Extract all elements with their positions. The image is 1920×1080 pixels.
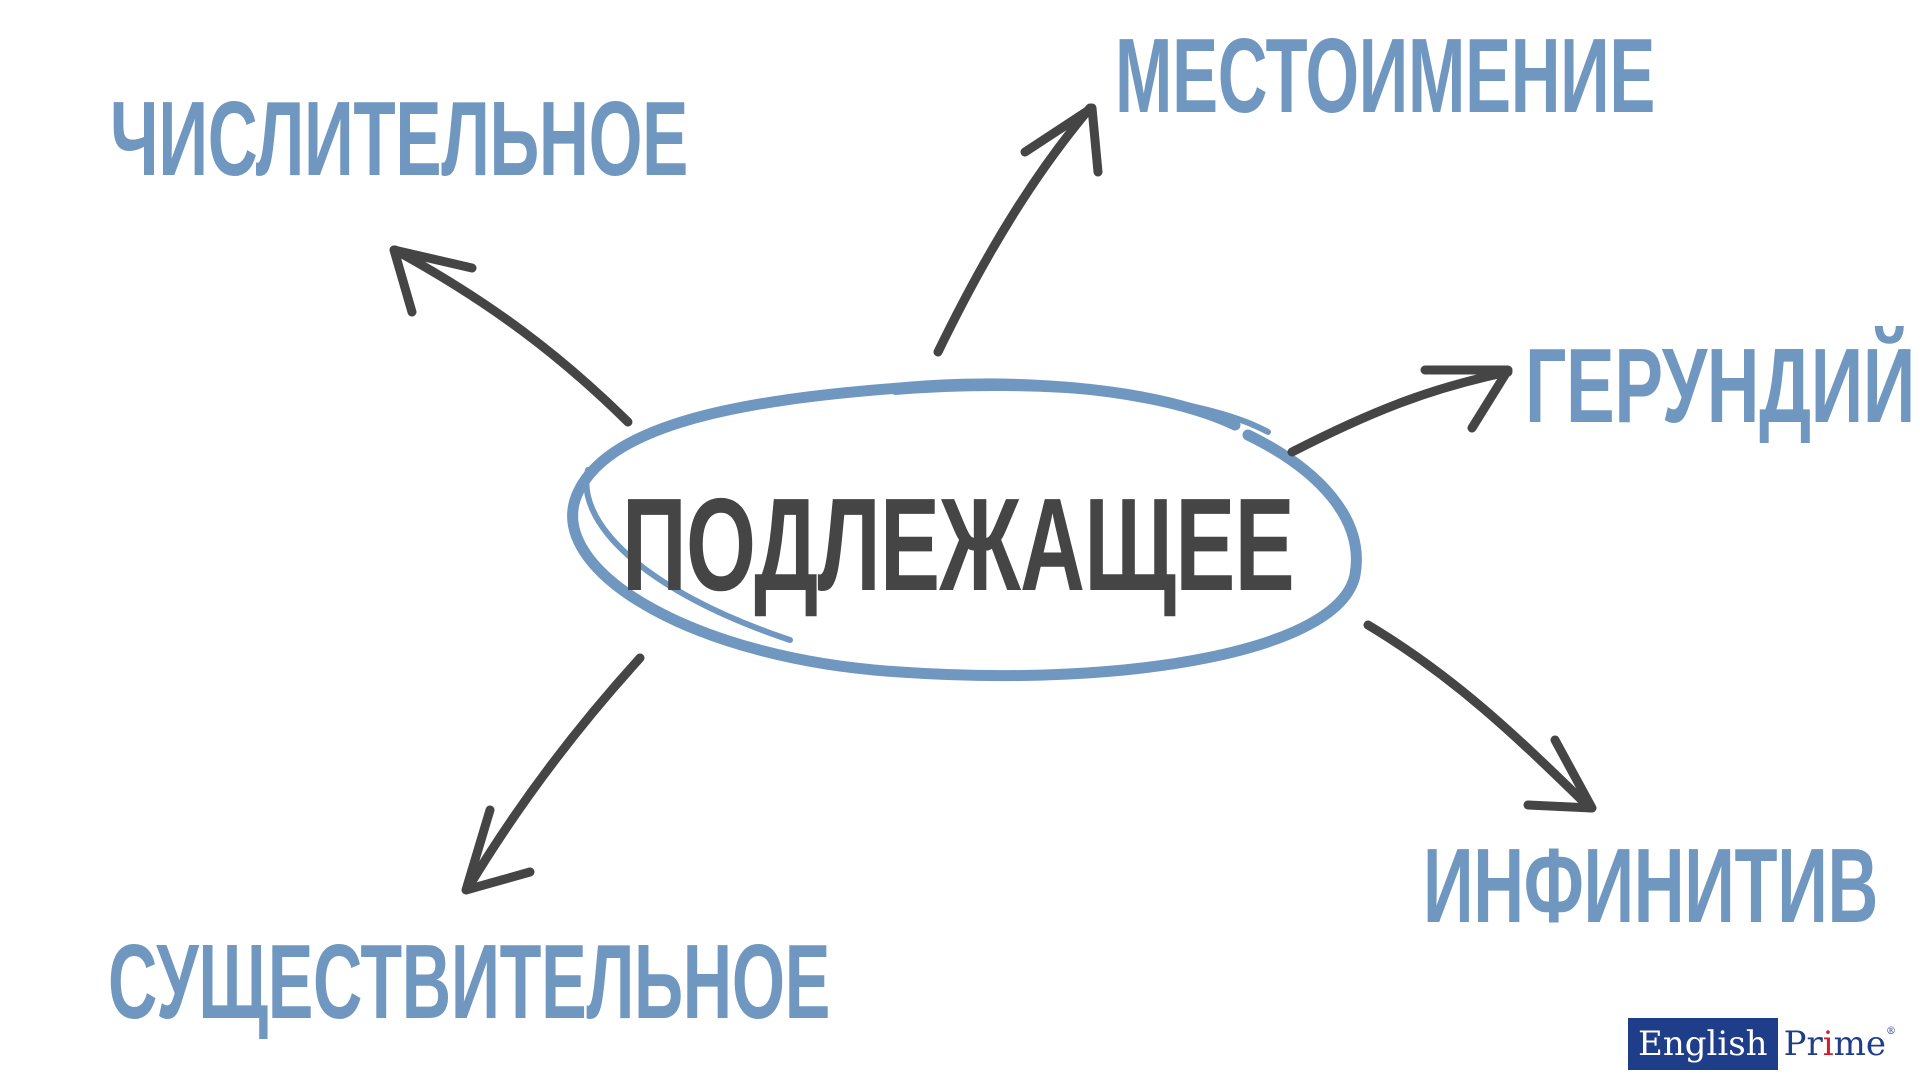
arrow-to-noun (461, 653, 645, 895)
term-pronoun: МЕСТОИМЕНИЕ (1115, 17, 1655, 135)
arrow-to-infinitive (1363, 620, 1597, 813)
center-ellipse-inner-stroke (583, 384, 1271, 643)
arrow-to-numeral (389, 245, 633, 427)
logo-prime-text-end: me (1833, 1024, 1886, 1064)
center-label: ПОДЛЕЖАЩЕЕ (622, 471, 1294, 618)
logo-english-block: English (1628, 1018, 1778, 1070)
logo-english-text: English (1638, 1024, 1768, 1064)
term-gerund: ГЕРУНДИЙ (1525, 326, 1915, 445)
logo-prime-text-start: Pr (1783, 1024, 1823, 1064)
term-numeral: ЧИСЛИТЕЛЬНОЕ (110, 80, 688, 198)
arrow-to-pronoun (933, 103, 1103, 357)
term-infinitive: ИНФИНИТИВ (1423, 827, 1878, 945)
center-ellipse-outer-stroke (567, 378, 1362, 682)
center-ellipse (567, 378, 1362, 682)
arrow-to-gerund (1287, 365, 1513, 457)
logo-prime-accent-letter: i (1822, 1024, 1834, 1064)
term-noun: СУЩЕСТВИТЕЛЬНОЕ (108, 923, 830, 1041)
logo-registered-mark: ® (1885, 1026, 1896, 1037)
